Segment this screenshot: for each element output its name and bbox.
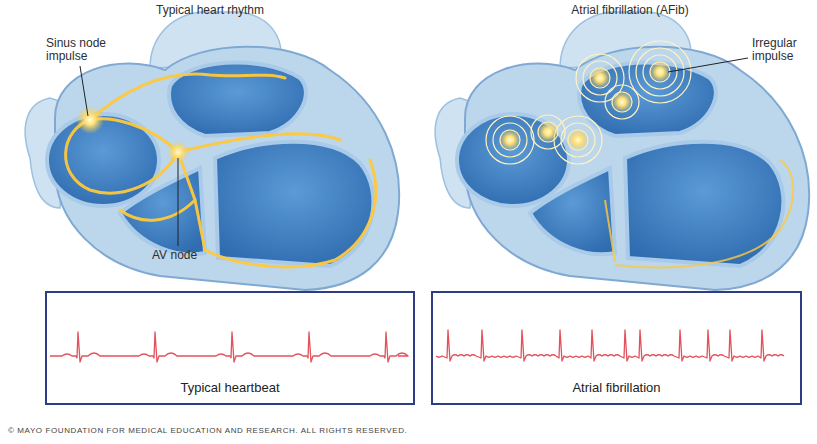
panel-heading: Typical heart rhythm: [120, 4, 300, 17]
callout-label: Irregular impulse: [752, 37, 814, 63]
ecg-panel: Atrial fibrillation: [431, 291, 802, 405]
callout-label: Sinus node impulse: [46, 37, 136, 63]
panel-heading: Atrial fibrillation (AFib): [530, 4, 730, 17]
panel-caption: Typical heartbeat: [47, 380, 413, 395]
copyright-note: © MAYO FOUNDATION FOR MEDICAL EDUCATION …: [8, 424, 407, 437]
panel-caption: Atrial fibrillation: [433, 380, 800, 395]
ecg-trace: [50, 332, 408, 362]
ecg-panel: Typical heartbeat: [45, 291, 415, 405]
callout-label: AV node: [152, 249, 212, 262]
ecg-trace: [436, 330, 784, 361]
